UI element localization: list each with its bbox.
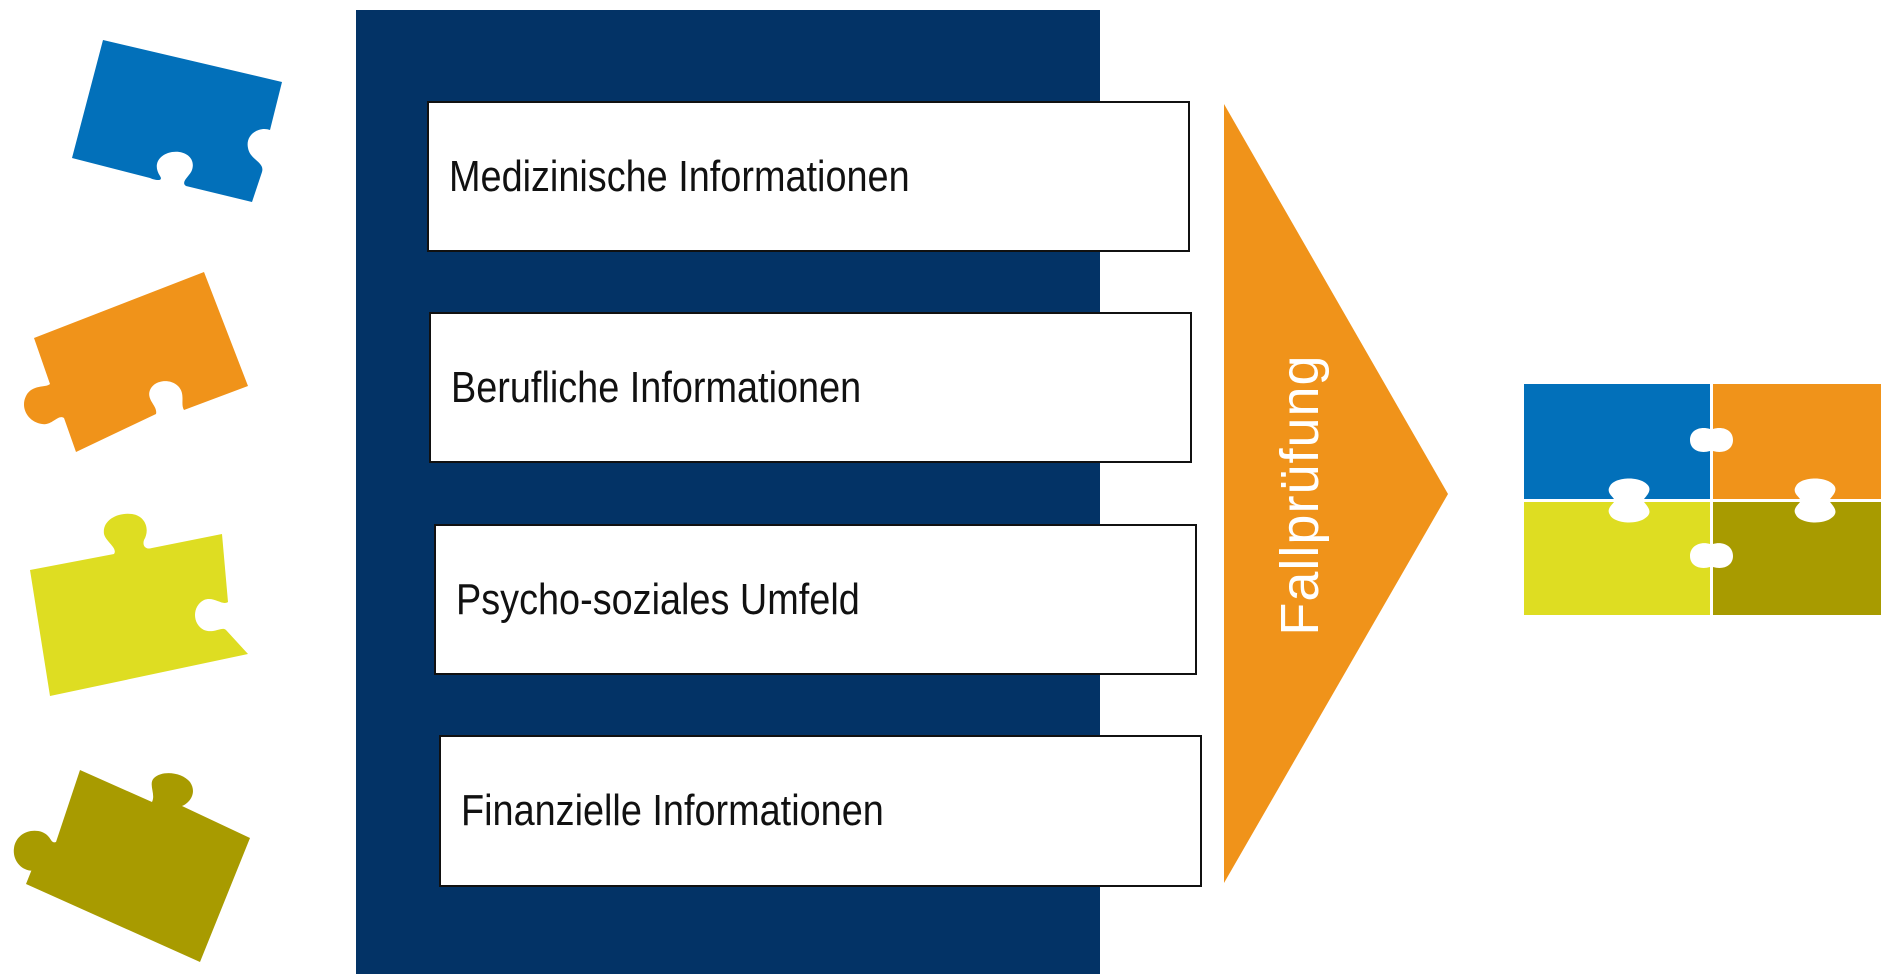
info-box-label: Finanzielle Informationen xyxy=(461,786,884,835)
info-box-label: Psycho-soziales Umfeld xyxy=(456,574,860,624)
case-review-arrow xyxy=(1220,102,1450,885)
info-box-financial: Finanzielle Informationen xyxy=(439,735,1202,887)
puzzle-piece-olive-icon xyxy=(10,766,260,966)
info-box-medical: Medizinische Informationen xyxy=(427,101,1190,252)
arrow-label-text: Fallprüfung xyxy=(1270,354,1330,636)
puzzle-piece-blue-icon xyxy=(60,30,290,210)
info-box-label: Berufliche Informationen xyxy=(451,362,862,412)
info-box-psychosocial: Psycho-soziales Umfeld xyxy=(434,524,1197,675)
info-box-label: Medizinische Informationen xyxy=(449,151,910,201)
puzzle-piece-orange-icon xyxy=(14,268,254,458)
assembled-puzzle-icon xyxy=(1524,384,1881,615)
puzzle-piece-lime-icon xyxy=(28,510,258,700)
info-box-professional: Berufliche Informationen xyxy=(429,312,1192,463)
